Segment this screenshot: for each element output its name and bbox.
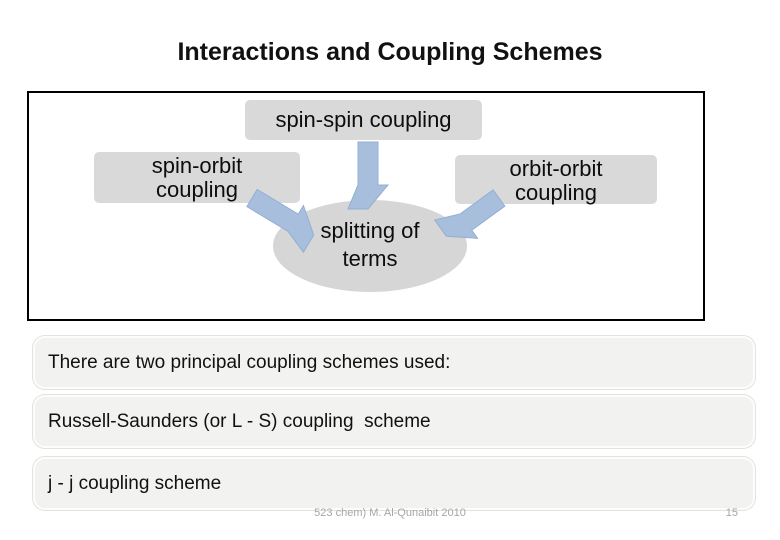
- spin-orbit-coupling-box: spin-orbit coupling: [94, 152, 300, 203]
- slide-title: Interactions and Coupling Schemes: [177, 38, 603, 66]
- statement-bar-3: j - j coupling scheme: [33, 457, 755, 510]
- spin-orbit-label-line2: coupling: [156, 177, 238, 202]
- down-arrow-icon: [347, 141, 390, 210]
- slide-page-number: 15: [725, 507, 738, 519]
- statement-text-3: j - j coupling scheme: [48, 472, 222, 494]
- splitting-label-line2: terms: [342, 246, 398, 271]
- footer-credit: 523 chem) M. Al-Qunaibit 2010: [314, 507, 466, 519]
- orbit-orbit-label-line2: coupling: [515, 180, 597, 205]
- coupling-diagram-frame: spin-spin coupling spin-orbit coupling o…: [27, 91, 705, 321]
- statement-bar-2: Russell-Saunders (or L - S) coupling sch…: [33, 395, 755, 448]
- splitting-of-terms-ellipse: splitting of terms: [273, 200, 467, 292]
- spin-spin-coupling-box: spin-spin coupling: [245, 100, 482, 140]
- statement-text-2: Russell-Saunders (or L - S) coupling sch…: [48, 410, 431, 432]
- orbit-orbit-label-line1: orbit-orbit: [509, 156, 603, 181]
- splitting-label-line1: splitting of: [320, 218, 420, 243]
- orbit-orbit-coupling-box: orbit-orbit coupling: [455, 155, 657, 205]
- spin-orbit-label-line1: spin-orbit: [151, 153, 243, 178]
- statement-bar-1: There are two principal coupling schemes…: [33, 336, 755, 389]
- spin-spin-coupling-label: spin-spin coupling: [275, 107, 452, 132]
- statement-text-1: There are two principal coupling schemes…: [48, 351, 451, 373]
